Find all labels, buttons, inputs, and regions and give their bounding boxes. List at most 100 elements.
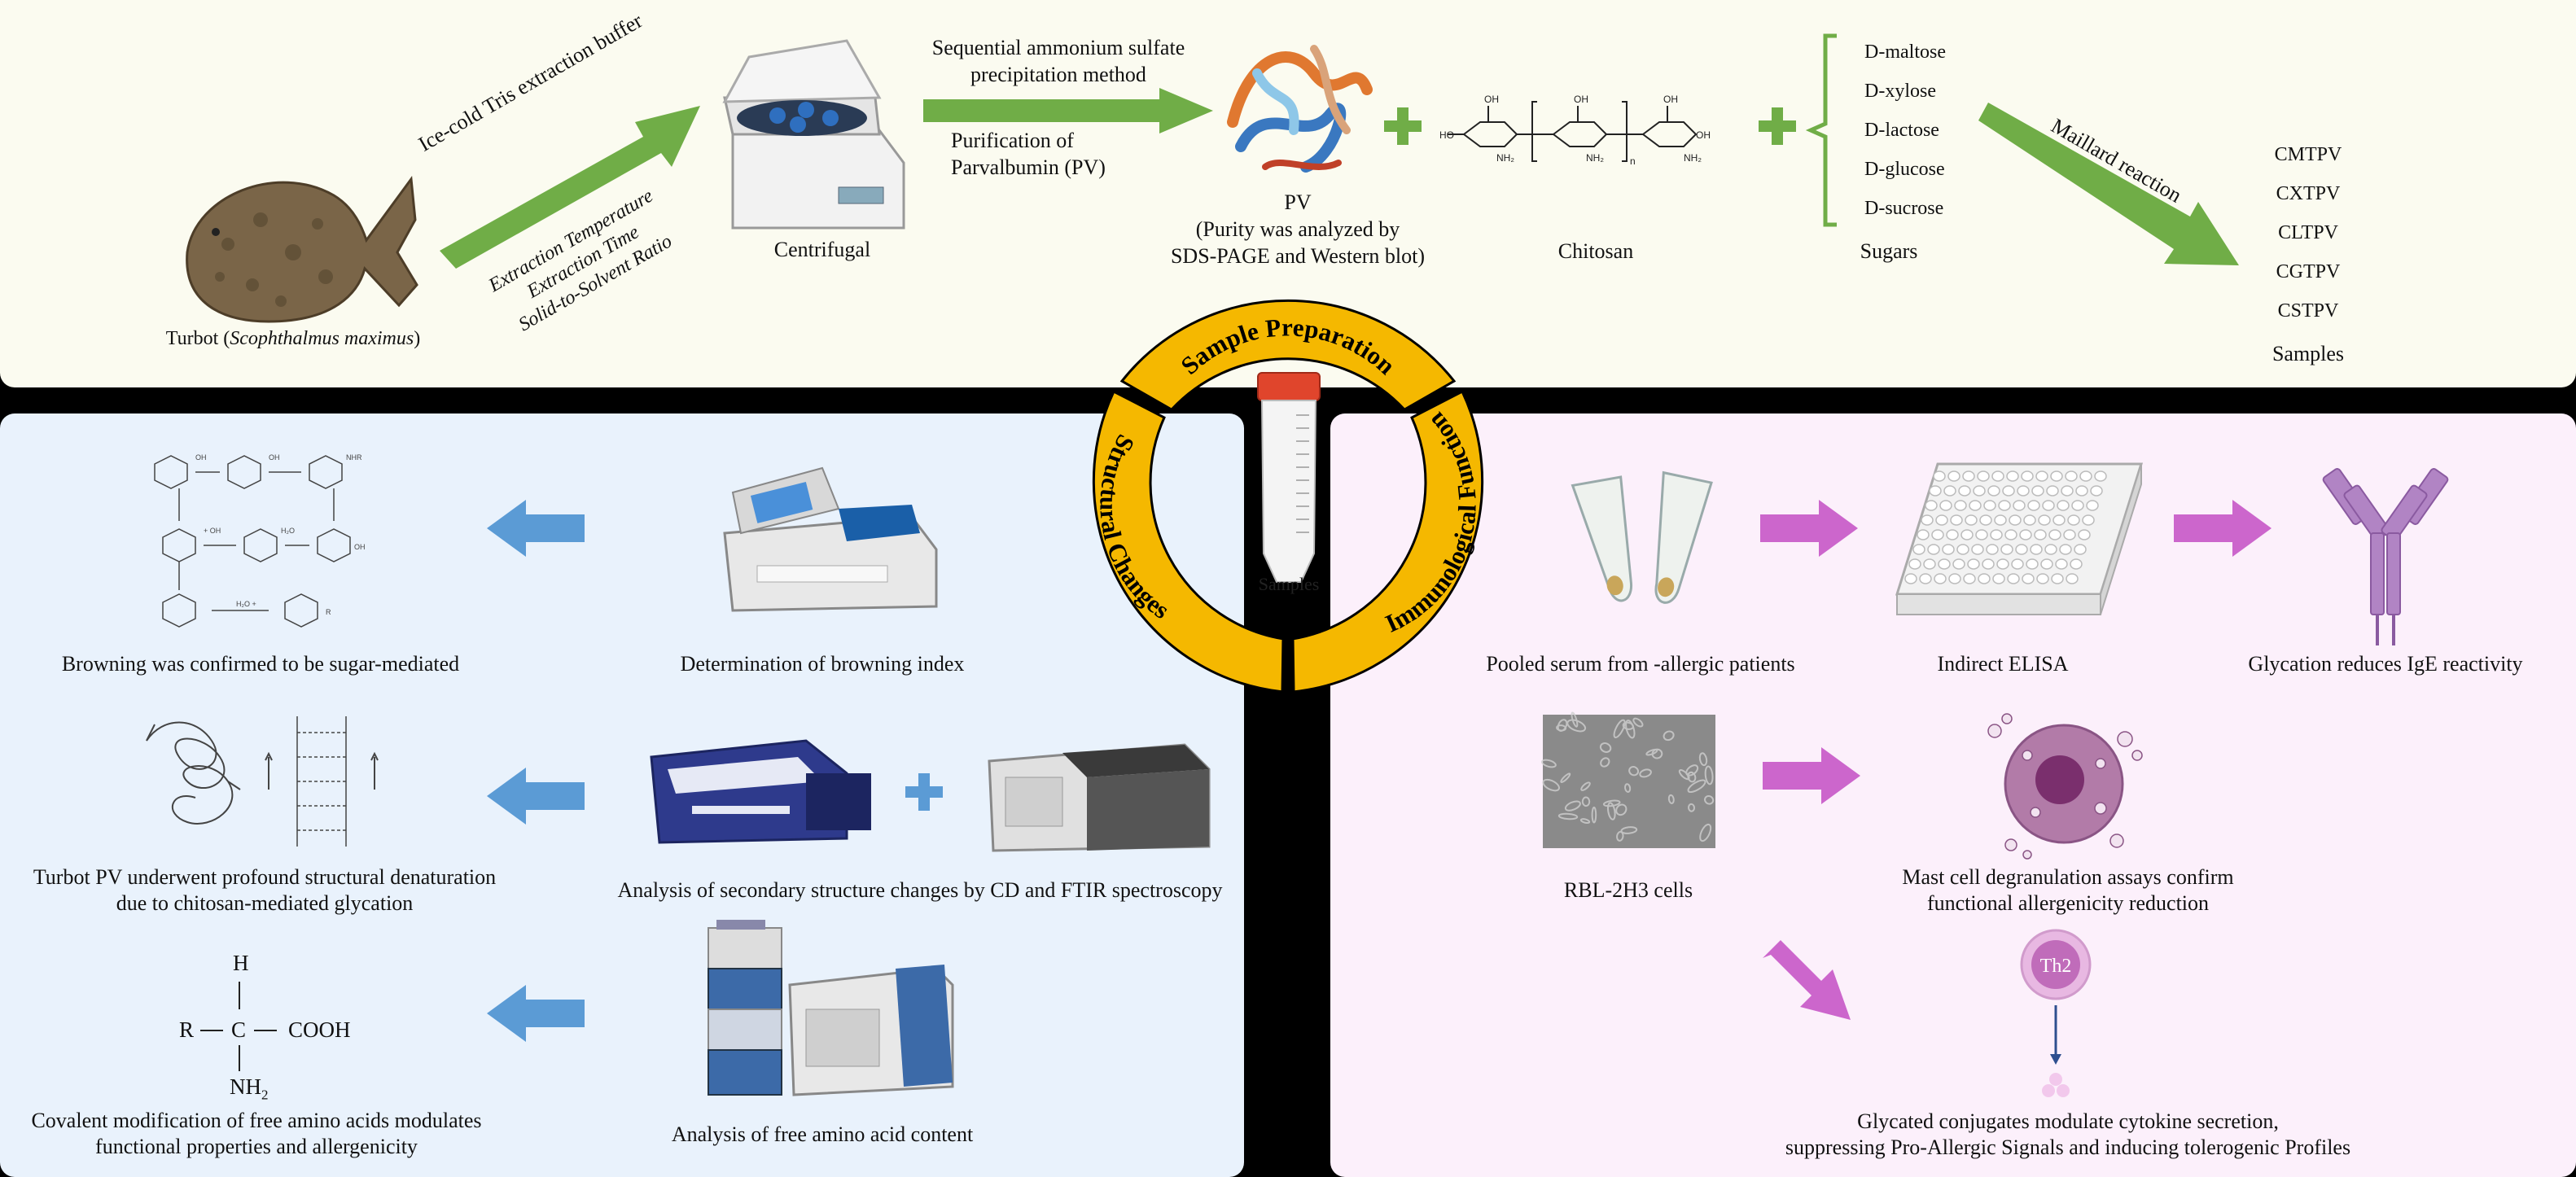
elisa-well [2067,514,2080,526]
elisa-well [1946,529,1959,540]
elisa-well [2094,470,2107,482]
purification-line2: Parvalbumin (PV) [951,155,1106,179]
cell-shape [1620,826,1638,834]
elisa-well [1943,485,1956,497]
mast-cell-degranulation-image [1987,713,2143,860]
svg-text:NH₂: NH₂ [1586,152,1604,164]
cell-shape [1667,794,1675,804]
elisa-well [1996,558,2009,570]
elisa-well [1982,558,1995,570]
precipitation-line1: Sequential ammonium sulfate [931,36,1185,59]
elisa-well [1938,558,1951,570]
cytokine-line1: Glycated conjugates modulate cytokine se… [1857,1109,2279,1133]
elisa-well [1919,573,1932,584]
elisa-well [1965,514,1978,526]
cell-shape [1602,799,1621,807]
center-ring: Sample Preparation Structural Changes Im… [1092,299,1484,694]
rbl-cells-microscopy-image [1540,711,1715,848]
cell-shape [1580,781,1591,791]
svg-text:OH: OH [1484,94,1499,105]
cell-shape [1571,711,1579,728]
right-arrow [1760,500,1858,557]
elisa-well [2017,485,2030,497]
elisa-well [2031,485,2044,497]
elisa-well [2055,558,2068,570]
elisa-well [1971,544,1984,555]
turbot-fish-image [186,175,418,323]
elisa-well [1977,470,1990,482]
elisa-well [2078,529,2091,540]
mast-line2: functional allergenicity reduction [1926,891,2210,915]
elisa-well [2046,485,2059,497]
elisa-well [1960,529,1974,540]
formula-cooh: COOH [288,1017,351,1042]
elisa-well [1912,544,1925,555]
elisa-well [1908,558,1921,570]
elisa-well [2000,544,2013,555]
extraction-arrow [440,106,700,269]
structure-method-label: Analysis of secondary structure changes … [617,878,1223,902]
elisa-well [1925,500,1938,511]
elisa-well [2086,500,2099,511]
elisa-well [1904,573,1917,584]
browning-result-label: Browning was confirmed to be sugar-media… [61,652,460,676]
elisa-well [2070,558,2083,570]
elisa-well [2021,470,2034,482]
chitosan-label: Chitosan [1557,239,1634,263]
elisa-well [1963,573,1976,584]
serum-tubes-image [1571,470,1713,604]
cell-shape [1685,764,1699,777]
cell-shape [1645,748,1658,756]
left-arrow [487,985,585,1042]
ige-label: Glycation reduces IgE reactivity [2248,652,2523,676]
elisa-well [2004,529,2017,540]
elisa-well [2063,529,2076,540]
cell-shape [1616,830,1624,842]
cell-shape [1622,721,1634,730]
elisa-well [2022,573,2035,584]
elisa-well [1923,558,1936,570]
elisa-well [1979,514,1992,526]
elisa-well [2042,500,2055,511]
svg-text:NH₂: NH₂ [1684,152,1702,164]
cd-spectrometer-image [650,739,871,844]
elisa-well [1934,573,1947,584]
elisa-well [2007,573,2020,584]
elisa-well [2090,485,2103,497]
spectrophotometer-image [723,466,938,612]
svg-text:OH: OH [1574,94,1588,105]
sample-item: CGTPV [2276,261,2341,282]
elisa-well [2038,514,2051,526]
sugars-label: Sugars [1860,239,1918,263]
elisa-well [1927,544,1940,555]
elisa-well [2050,470,2063,482]
elisa-well [2048,529,2061,540]
svg-text:OH: OH [1696,129,1711,141]
amino-result-line2: functional properties and allergenicity [95,1135,418,1158]
purification-line1: Purification of [951,129,1074,152]
svg-text:H₂O: H₂O [281,527,295,535]
elisa-well [2027,500,2040,511]
elisa-well [2026,558,2039,570]
mast-line1: Mast cell degranulation assays confirm [1902,865,2234,889]
cell-shape [1600,757,1610,768]
elisa-well [1954,500,1967,511]
elisa-well [1994,514,2007,526]
elisa-well [1931,529,1944,540]
elisa-well [2044,544,2057,555]
elisa-well [1948,573,1961,584]
svg-text:OH: OH [1663,94,1678,105]
cell-shape [1540,759,1557,768]
elisa-well [1947,470,1960,482]
elisa-well [1958,485,1971,497]
sample-item: CLTPV [2278,222,2338,243]
elisa-well [2071,500,2084,511]
elisa-plate-image [1895,462,2144,615]
elisa-well [2019,529,2032,540]
elisa-well [2057,500,2070,511]
sugar-item: D-lactose [1864,120,1939,141]
elisa-well [2036,573,2049,584]
sample-item: CMTPV [2274,144,2342,165]
sugars-brace [1805,33,1837,227]
